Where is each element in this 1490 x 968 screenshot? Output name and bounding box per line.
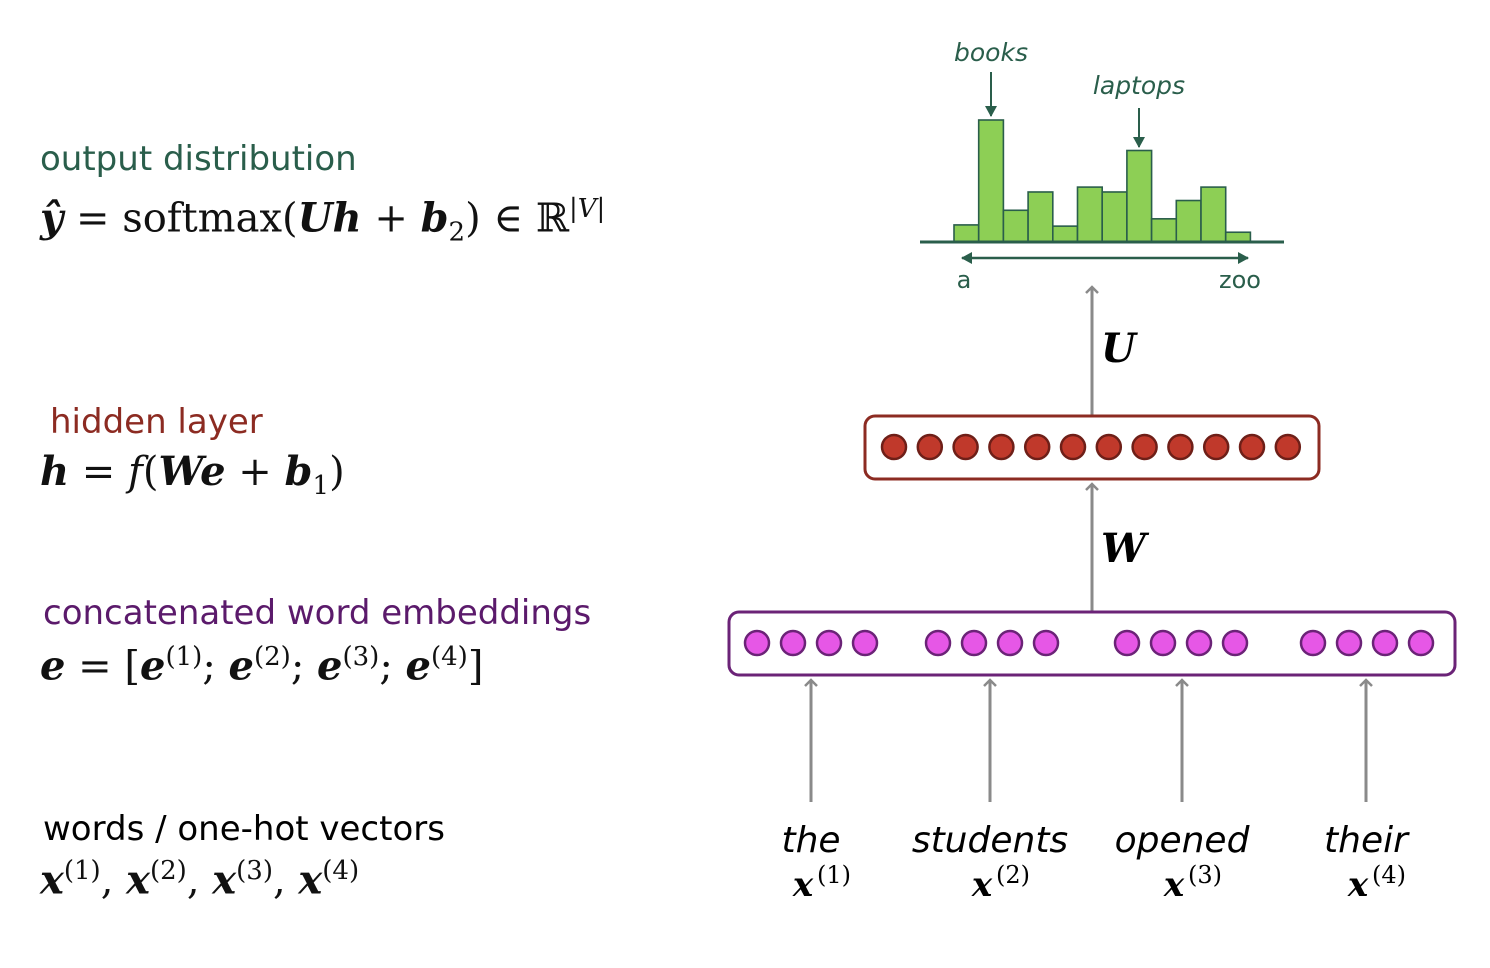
hidden-neuron bbox=[1131, 433, 1158, 461]
output-distribution-label: output distribution bbox=[40, 139, 357, 179]
input-vector-symbol: x bbox=[1163, 865, 1185, 905]
hidden-neuron bbox=[1167, 433, 1194, 461]
hidden-neuron bbox=[916, 433, 944, 461]
weight-W-label: W bbox=[1101, 525, 1150, 572]
embeddings-equation: e = [e(1); e(2); e(3); e(4)] bbox=[40, 642, 484, 690]
weight-U-label: U bbox=[1101, 325, 1138, 372]
embedding-neuron bbox=[779, 629, 807, 657]
histogram-bar bbox=[1200, 186, 1227, 243]
embedding-neuron bbox=[815, 629, 843, 657]
input-vector-symbol: x bbox=[971, 865, 993, 905]
input-vector-symbol: x bbox=[792, 865, 814, 905]
embedding-neuron bbox=[1371, 629, 1399, 657]
input-word: opened bbox=[1115, 820, 1251, 861]
output-equation: ŷ = softmax(Uh + b2) ∈ ℝ|V| bbox=[40, 194, 606, 248]
callout-books: books bbox=[954, 38, 1028, 67]
histogram-bar bbox=[953, 224, 980, 243]
callout-laptops: laptops bbox=[1093, 71, 1185, 100]
histogram-bar bbox=[1027, 191, 1054, 243]
embedding-box bbox=[727, 610, 1457, 677]
hidden-neuron bbox=[1202, 433, 1230, 461]
histogram-bar bbox=[1076, 186, 1104, 243]
input-word: students bbox=[912, 820, 1068, 861]
input-arrows bbox=[804, 678, 1373, 802]
histogram-bar bbox=[1002, 209, 1029, 243]
input-word: their bbox=[1324, 820, 1410, 861]
input-vector-index: (4) bbox=[1372, 861, 1406, 889]
output-histogram bbox=[953, 119, 1252, 243]
histogram-bar bbox=[1126, 149, 1153, 243]
embedding-neuron bbox=[1407, 629, 1435, 657]
hidden-neurons bbox=[880, 433, 1302, 461]
embedding-neuron bbox=[1032, 629, 1060, 657]
axis-end-label: zoo bbox=[1219, 266, 1261, 294]
embedding-neuron bbox=[924, 629, 952, 657]
embedding-neuron bbox=[1113, 629, 1141, 657]
hidden-equation: h = f(We + b1) bbox=[40, 448, 345, 501]
histogram-bar bbox=[1175, 199, 1202, 243]
input-vector-index: (3) bbox=[1188, 861, 1222, 889]
embedding-neuron bbox=[851, 629, 879, 657]
hidden-layer-box bbox=[863, 414, 1321, 481]
embedding-neuron bbox=[1335, 629, 1363, 657]
histogram-bar bbox=[977, 119, 1005, 243]
hidden-neuron bbox=[880, 433, 908, 461]
hidden-neuron bbox=[988, 433, 1015, 461]
embeddings-label: concatenated word embeddings bbox=[43, 593, 592, 633]
histogram-bar bbox=[1101, 191, 1128, 243]
hidden-layer-label: hidden layer bbox=[50, 402, 263, 442]
input-word: the bbox=[781, 820, 840, 861]
axis-start-label: a bbox=[957, 266, 972, 294]
input-vector-index: (2) bbox=[996, 861, 1030, 889]
histogram-bar bbox=[1052, 225, 1079, 243]
input-vector-index: (1) bbox=[817, 861, 851, 889]
embedding-neuron bbox=[960, 629, 988, 657]
words-equation: x(1), x(2), x(3), x(4) bbox=[40, 856, 360, 904]
embedding-neuron bbox=[996, 629, 1024, 657]
embedding-neuron bbox=[1299, 629, 1327, 657]
histogram-bar bbox=[1150, 218, 1178, 243]
hidden-neuron bbox=[1023, 433, 1051, 461]
embedding-neuron bbox=[1149, 629, 1177, 657]
hidden-neuron bbox=[1274, 433, 1302, 461]
embedding-neuron bbox=[743, 629, 771, 657]
input-vector-symbol: x bbox=[1347, 865, 1369, 905]
hidden-neuron bbox=[1059, 433, 1087, 461]
hidden-neuron bbox=[952, 433, 979, 461]
hidden-neuron bbox=[1238, 433, 1266, 461]
hidden-neuron bbox=[1095, 433, 1123, 461]
embedding-neuron bbox=[1185, 629, 1213, 657]
embedding-neuron bbox=[1221, 629, 1249, 657]
words-label: words / one-hot vectors bbox=[43, 809, 445, 849]
embedding-neurons bbox=[743, 629, 1435, 657]
